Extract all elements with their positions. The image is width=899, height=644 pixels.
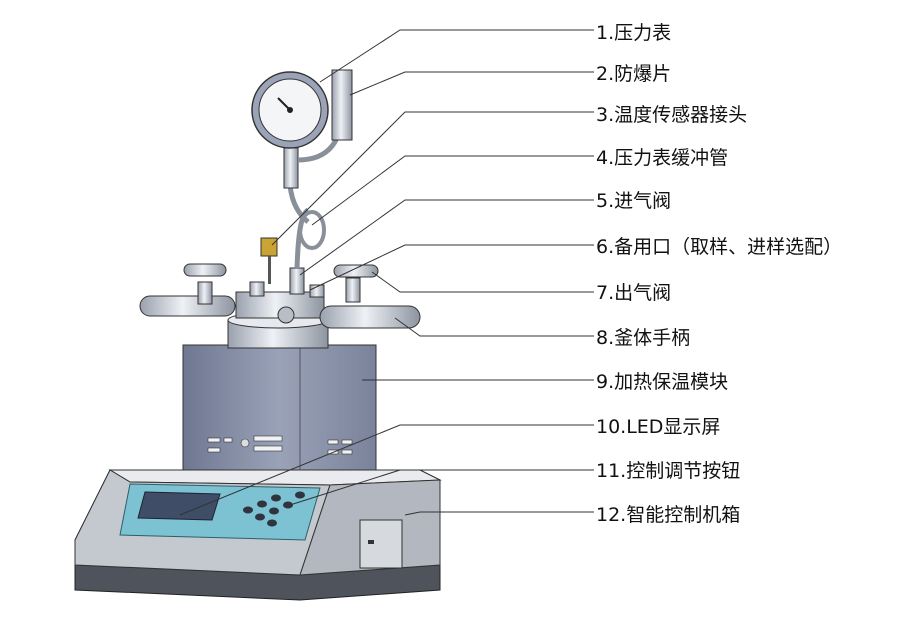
- label-outlet-valve: 7.出气阀: [596, 282, 672, 304]
- label-control-buttons: 11.控制调节按钮: [596, 460, 741, 482]
- label-burst-disc: 2.防爆片: [596, 63, 672, 85]
- buffer-tube: [287, 184, 326, 269]
- label-vessel-handle: 8.釜体手柄: [596, 327, 691, 349]
- leader-line-1: [319, 29, 594, 83]
- leader-line-7: [371, 271, 594, 293]
- leader-line-8: [394, 317, 594, 337]
- label-gauge-buffer-tube: 4.压力表缓冲管: [596, 147, 729, 169]
- display-panel: [119, 483, 321, 541]
- gauge-stem: [283, 69, 353, 189]
- label-inlet-valve: 5.进气阀: [596, 190, 672, 212]
- label-temp-sensor-connector: 3.温度传感器接头: [596, 104, 748, 126]
- heating-module: [182, 344, 377, 471]
- label-control-cabinet: 12.智能控制机箱: [596, 504, 741, 526]
- valves: [183, 263, 379, 305]
- label-heating-module: 9.加热保温模块: [596, 371, 729, 393]
- leader-line-12: [404, 511, 594, 516]
- pressure-gauge: [251, 71, 329, 149]
- leader-line-10: [179, 424, 594, 516]
- label-pressure-gauge: 1.压力表: [596, 22, 672, 44]
- label-led-screen: 10.LED显示屏: [596, 416, 721, 438]
- leader-lines: [179, 29, 594, 516]
- leader-line-5: [299, 199, 594, 276]
- burst-disc: [331, 69, 353, 141]
- leader-line-6: [309, 244, 594, 291]
- leader-line-4: [311, 155, 594, 226]
- leader-line-2: [349, 71, 594, 96]
- label-spare-port: 6.备用口（取样、进样选配）: [596, 236, 843, 258]
- led-screen: [137, 491, 221, 521]
- leader-line-3: [271, 111, 594, 246]
- control-buttons: [243, 491, 305, 527]
- temperature-sensor-connector: [260, 237, 278, 284]
- leader-line-11: [289, 469, 594, 506]
- vessel-flange: [227, 291, 329, 349]
